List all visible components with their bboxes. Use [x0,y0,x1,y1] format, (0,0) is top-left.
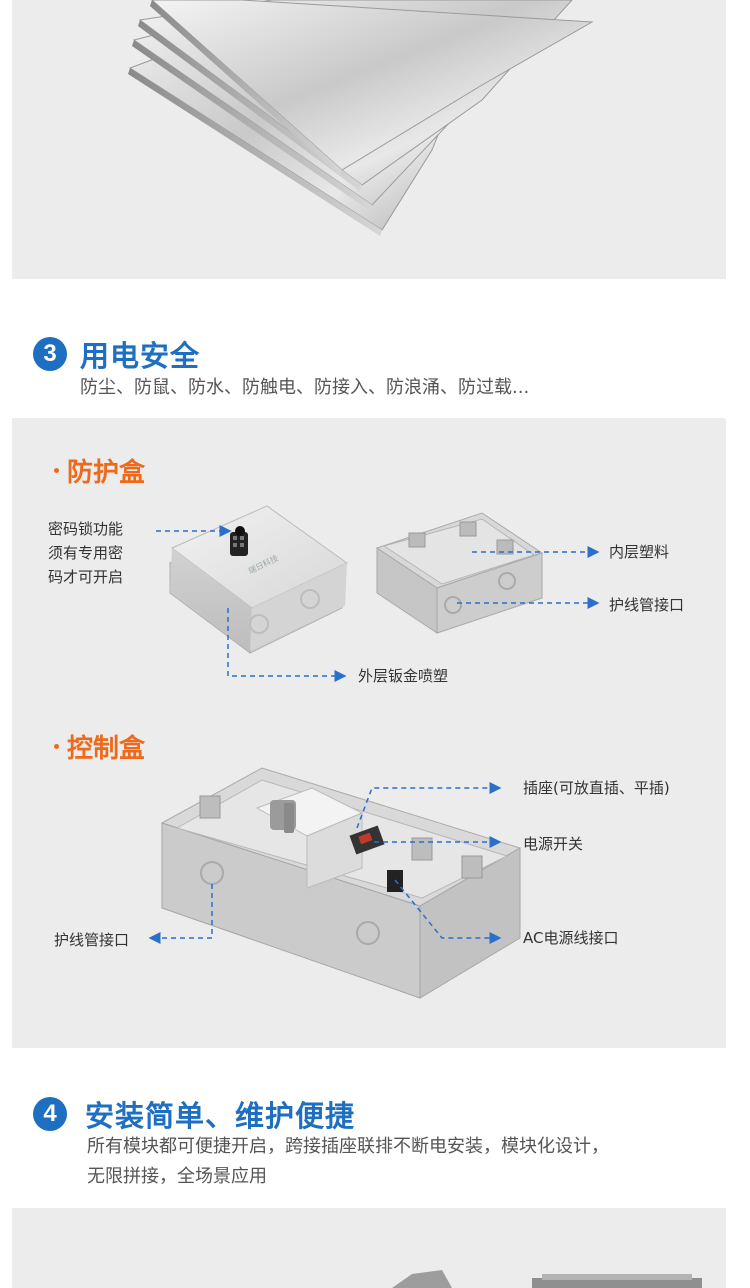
protection-box-open [375,512,544,634]
install-image-panel [12,1208,726,1288]
control-box-open [160,767,522,999]
section-3-number-badge: 3 [33,337,67,371]
section-3-title: 用电安全 [80,339,201,373]
power-switch-callout: 电源开关 [523,835,584,853]
section-4-number-badge: 4 [33,1097,67,1131]
lock-callout-line-2: 须有专用密 [48,544,124,562]
control-conduit-callout: 护线管接口 [54,931,130,949]
protection-box-closed: 瑞日科技 [169,505,348,654]
inner-plastic-callout: 内层塑料 [609,543,670,561]
ac-inlet-callout: AC电源线接口 [523,929,619,947]
protection-box-title: 防护盒 [67,458,146,488]
socket-callout: 插座(可放直插、平插) [523,779,670,797]
section-4-description: 所有模块都可便捷开启，跨接插座联排不断电安装，模块化设计， 无限拼接，全场景应用 [87,1132,609,1192]
section-4-description-line-2: 无限拼接，全场景应用 [87,1166,267,1187]
lock-callout-line-1: 密码锁功能 [48,520,124,538]
section-4-description-line-1: 所有模块都可便捷开启，跨接插座联排不断电安装，模块化设计， [87,1136,609,1157]
protection-box-heading: 防护盒 [54,452,145,489]
boxes-illustration: 瑞日科技 [148,505,600,999]
section-3-heading: 3 用电安全 [33,333,200,375]
section-4-title: 安装简单、维护便捷 [85,1099,356,1133]
control-box-title: 控制盒 [67,734,146,764]
lock-callout: 密码锁功能 须有专用密 码才可开启 [48,517,123,589]
outer-sheet-metal-callout: 外层钣金喷塑 [358,667,449,685]
bullet-dot-icon [54,744,59,749]
bullet-dot-icon [54,468,59,473]
lock-callout-line-3: 码才可开启 [48,568,124,586]
aluminum-sheets-image [12,0,726,279]
protection-conduit-callout: 护线管接口 [609,596,685,614]
aluminum-sheets-illustration [128,0,594,236]
boxes-panel: 防护盒 [12,418,726,1048]
section-3-description: 防尘、防鼠、防水、防触电、防接入、防浪涌、防过载... [80,377,530,398]
section-4-heading: 4 安装简单、维护便捷 [33,1093,355,1135]
install-illustration [392,1270,702,1288]
control-box-heading: 控制盒 [54,728,145,765]
